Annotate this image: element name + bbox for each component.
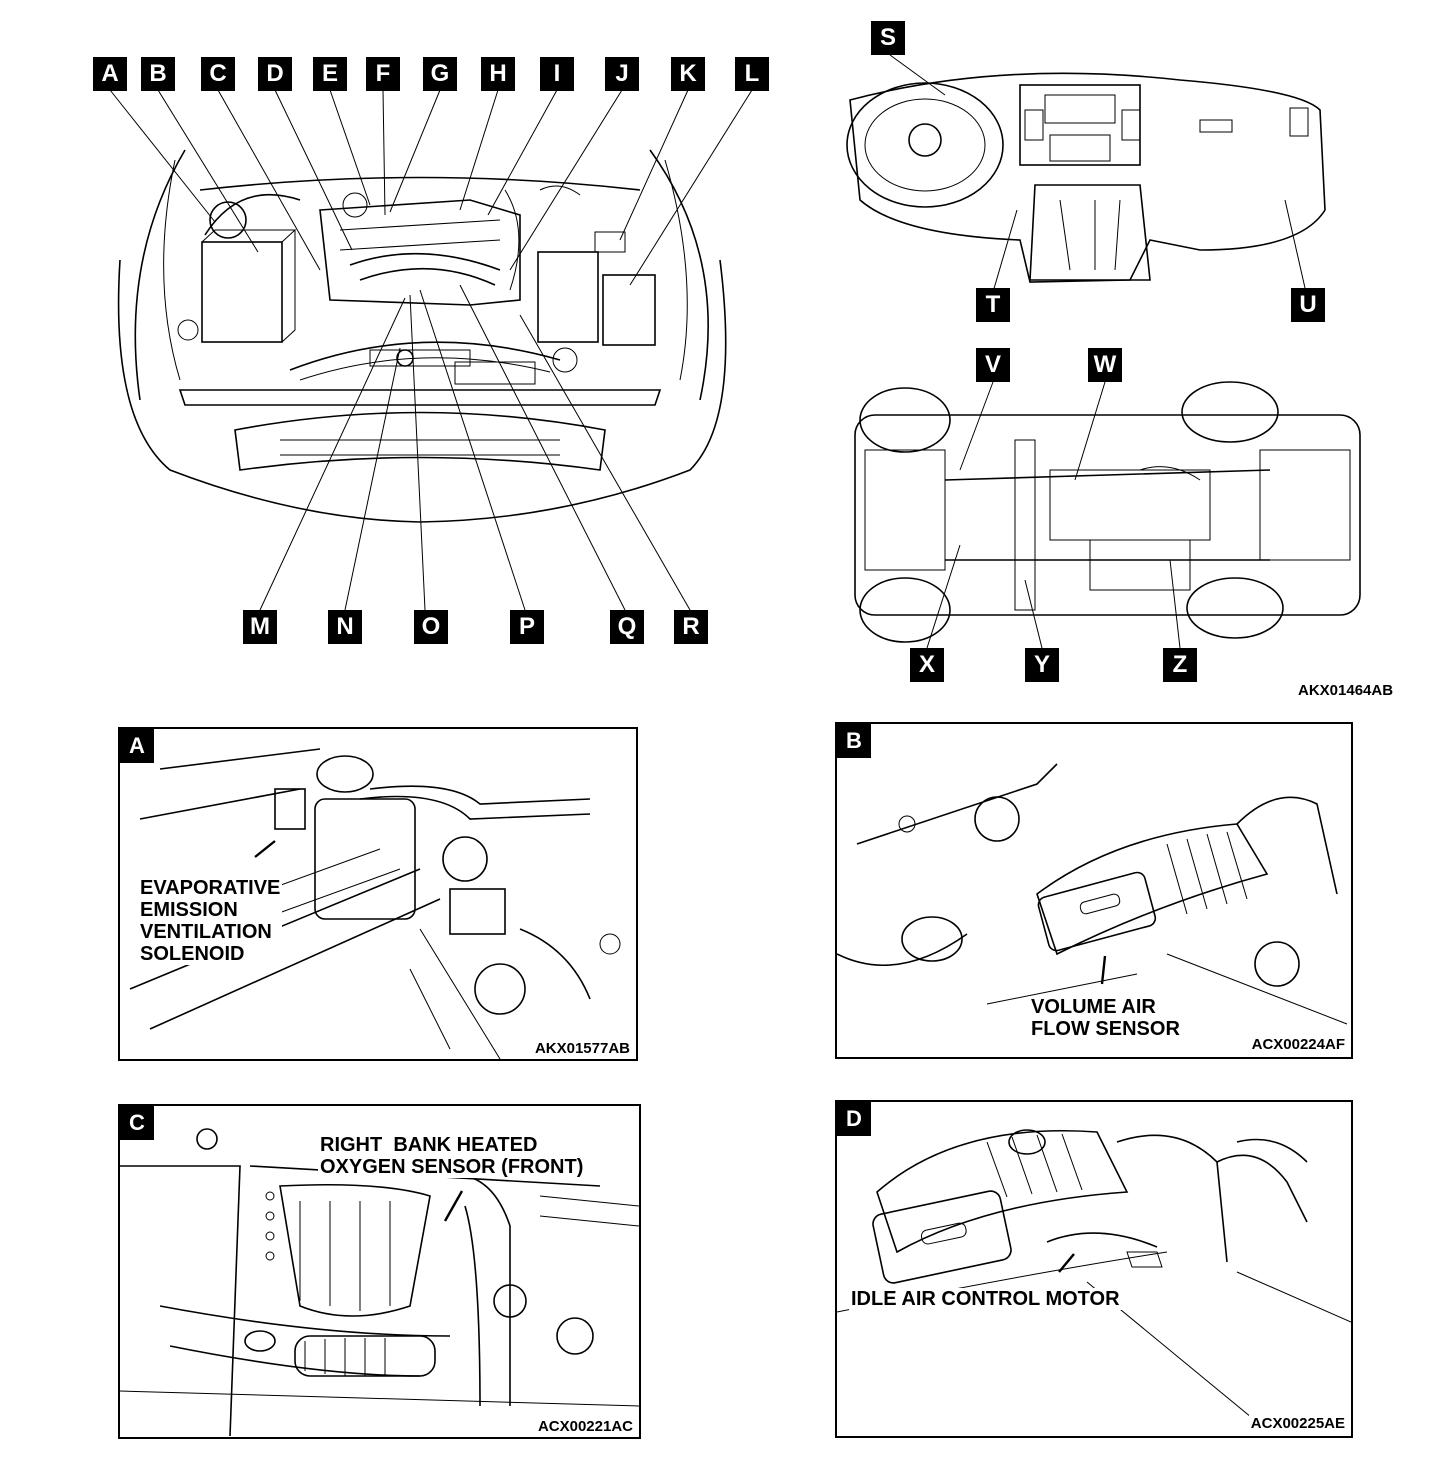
callout-q: Q: [610, 610, 644, 644]
panel-a-caption-line-4: SOLENOID: [140, 943, 245, 965]
panel-d-code: ACX00225AE: [1248, 1415, 1347, 1432]
callout-p: P: [510, 610, 544, 644]
panel-c-caption-line-1: RIGHT BANK HEATED: [320, 1134, 538, 1156]
panel-b-code: ACX00224AF: [1249, 1036, 1347, 1053]
callout-r: R: [674, 610, 708, 644]
callout-t: T: [976, 288, 1010, 322]
callout-s: S: [871, 21, 905, 55]
detail-panel-a: A EVAPORATIVE EMISSION VENTILATION SOLEN…: [118, 727, 638, 1061]
callout-c: C: [201, 57, 235, 91]
callout-u: U: [1291, 288, 1325, 322]
callout-l: L: [735, 57, 769, 91]
detail-panel-b: B VOLUME AIR FLOW SENSOR ACX00224AF: [835, 722, 1353, 1059]
callout-z: Z: [1163, 648, 1197, 682]
callout-b: B: [141, 57, 175, 91]
panel-tag-c: C: [120, 1106, 154, 1140]
callout-y: Y: [1025, 648, 1059, 682]
panel-a-code: AKX01577AB: [532, 1040, 632, 1057]
callout-i: I: [540, 57, 574, 91]
panel-b-caption-line-1: VOLUME AIR: [1031, 996, 1156, 1018]
callout-e: E: [313, 57, 347, 91]
panel-tag-d: D: [837, 1102, 871, 1136]
callout-o: O: [414, 610, 448, 644]
callout-g: G: [423, 57, 457, 91]
callout-j: J: [605, 57, 639, 91]
callout-f: F: [366, 57, 400, 91]
overview-figure-code: AKX01464AB: [1298, 682, 1394, 699]
callout-n: N: [328, 610, 362, 644]
callout-a: A: [93, 57, 127, 91]
callout-x: X: [910, 648, 944, 682]
callout-v: V: [976, 348, 1010, 382]
panel-a-caption-line-3: VENTILATION: [140, 921, 272, 943]
detail-panel-d: D IDLE AIR CONTROL MOTOR ACX00225AE: [835, 1100, 1353, 1438]
callout-k: K: [671, 57, 705, 91]
detail-panel-c: C RIGHT BANK HEATED OXYGEN SENSOR (FRONT…: [118, 1104, 641, 1439]
panel-tag-b: B: [837, 724, 871, 758]
callout-w: W: [1088, 348, 1122, 382]
panel-a-caption-line-2: EMISSION: [140, 899, 238, 921]
panel-d-caption-line-1: IDLE AIR CONTROL MOTOR: [849, 1288, 1122, 1310]
panel-c-code: ACX00221AC: [535, 1418, 635, 1435]
callout-h: H: [481, 57, 515, 91]
panel-tag-a: A: [120, 729, 154, 763]
callout-m: M: [243, 610, 277, 644]
panel-c-caption-line-2: OXYGEN SENSOR (FRONT): [320, 1156, 584, 1178]
panel-a-caption-line-1: EVAPORATIVE: [140, 877, 281, 899]
panel-b-caption-line-2: FLOW SENSOR: [1031, 1018, 1180, 1040]
callout-d: D: [258, 57, 292, 91]
